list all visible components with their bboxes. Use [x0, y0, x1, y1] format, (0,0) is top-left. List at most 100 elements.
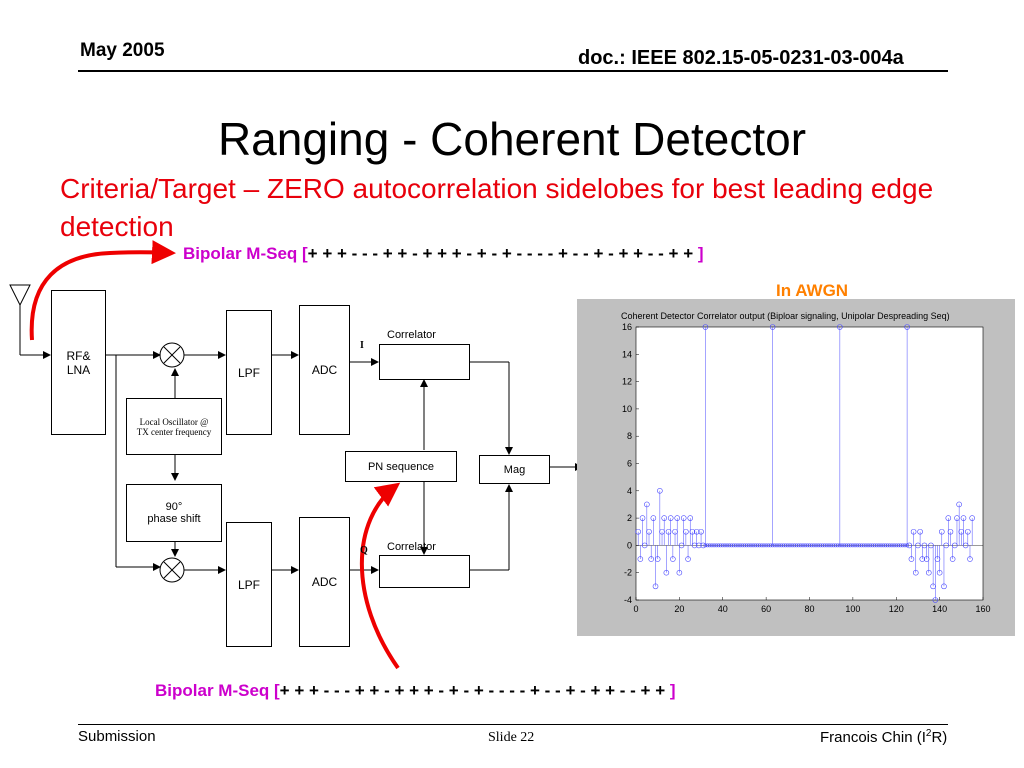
adc-top-block: ADC — [299, 305, 350, 435]
flat-point — [807, 543, 812, 548]
flat-point — [887, 543, 892, 548]
flat-point — [903, 543, 907, 548]
right-edge-point-marker — [934, 556, 941, 562]
header-rule — [78, 70, 948, 72]
phase-shift-block: 90° phase shift — [126, 484, 222, 542]
left-edge-point-marker — [696, 542, 702, 549]
right-edge-point-marker — [958, 528, 965, 535]
right-edge-point-marker — [910, 528, 917, 535]
flat-point — [859, 543, 864, 548]
flat-point — [879, 543, 883, 548]
y-tick-label: -4 — [624, 595, 632, 605]
flat-point — [720, 543, 725, 548]
right-edge-point-marker — [965, 528, 971, 535]
footer-submission: Submission — [78, 728, 156, 745]
left-edge-point-marker — [691, 542, 698, 549]
flat-point — [855, 543, 860, 548]
peak-point-marker — [769, 324, 776, 330]
bipolar-seq-bottom-label: Bipolar M-Seq [ — [155, 681, 280, 700]
flat-point — [820, 543, 825, 548]
flat-point — [714, 543, 719, 548]
left-edge-point-marker — [687, 515, 694, 521]
flat-point — [853, 543, 857, 548]
bipolar-seq-bottom-values: + + + - - - + + - + + + - + - + - - - - … — [279, 681, 670, 700]
lpf-bottom-block: LPF — [226, 522, 272, 647]
flat-point — [785, 543, 790, 548]
flat-point — [731, 543, 736, 548]
peak-point-marker — [837, 324, 843, 330]
left-edge-point-marker — [648, 556, 654, 562]
right-edge-point-marker — [912, 569, 919, 576]
bipolar-seq-top-label: Bipolar M-Seq [ — [183, 244, 308, 263]
left-edge-point-marker — [661, 515, 667, 521]
flat-point — [829, 543, 834, 548]
x-tick-label: 100 — [845, 604, 860, 614]
x-tick-label: 160 — [975, 604, 990, 614]
rf-lna-block: RF& LNA — [51, 290, 106, 435]
antenna-icon — [9, 284, 31, 307]
q-branch-label: Q — [360, 545, 368, 556]
flat-point — [790, 543, 795, 548]
local-oscillator-block: Local Oscillator @ TX center frequency — [126, 398, 222, 455]
footer-author-sup: 2 — [925, 728, 932, 739]
left-edge-point-marker — [657, 488, 663, 494]
flat-point — [755, 543, 760, 548]
flat-point — [775, 543, 779, 548]
flat-point — [885, 543, 890, 548]
flat-point — [822, 543, 827, 548]
flat-point — [744, 543, 749, 548]
left-edge-point-marker — [678, 542, 685, 549]
x-tick-label: 0 — [633, 604, 638, 614]
flat-point — [805, 543, 810, 548]
flat-point — [762, 543, 766, 548]
flat-point — [874, 543, 879, 548]
right-edge-point-marker — [949, 556, 956, 562]
right-edge-point-marker — [928, 542, 934, 549]
flat-point — [725, 543, 729, 548]
peak-point-marker — [702, 324, 709, 330]
chart-title: Coherent Detector Correlator output (Bip… — [621, 311, 950, 321]
right-edge-point-marker — [945, 515, 952, 521]
flat-point — [900, 543, 905, 548]
right-edge-point-marker — [938, 528, 945, 535]
x-tick-label: 80 — [804, 604, 814, 614]
right-edge-point-marker — [923, 556, 930, 562]
flat-point — [768, 543, 773, 548]
x-tick-label: 120 — [889, 604, 904, 614]
left-edge-point-marker — [683, 528, 689, 535]
y-tick-label: 2 — [627, 513, 632, 523]
flat-point — [898, 543, 903, 548]
flat-point — [840, 543, 844, 548]
flat-point — [764, 543, 769, 548]
left-edge-point-marker — [689, 528, 696, 535]
red-arrow-top — [29, 240, 176, 341]
i-branch-label: I — [360, 340, 364, 351]
flat-point — [892, 543, 896, 548]
left-edge-point-marker — [644, 501, 650, 508]
flat-point — [870, 543, 875, 548]
correlator-top-block — [379, 344, 470, 380]
red-arrow-bottom — [360, 482, 401, 670]
flat-point — [868, 543, 873, 548]
right-edge-point-marker — [943, 542, 949, 549]
right-edge-point-marker — [915, 542, 921, 549]
right-edge-point-marker — [921, 542, 928, 549]
flat-point — [863, 543, 868, 548]
left-edge-point-marker — [698, 528, 704, 535]
flat-point — [872, 543, 877, 548]
peak-point-marker — [904, 324, 910, 330]
flat-point — [772, 543, 777, 548]
flat-point — [779, 543, 784, 548]
flat-point — [809, 543, 814, 548]
flat-point — [824, 543, 829, 548]
flat-point — [803, 543, 808, 548]
flat-point — [814, 543, 818, 548]
y-tick-label: 4 — [627, 486, 632, 496]
flat-point — [850, 543, 855, 548]
flat-point — [746, 543, 751, 548]
flat-point — [842, 543, 847, 548]
adc-bottom-block: ADC — [299, 517, 350, 647]
footer-rule — [78, 724, 948, 725]
footer-author-main: Francois Chin (I — [820, 729, 926, 746]
